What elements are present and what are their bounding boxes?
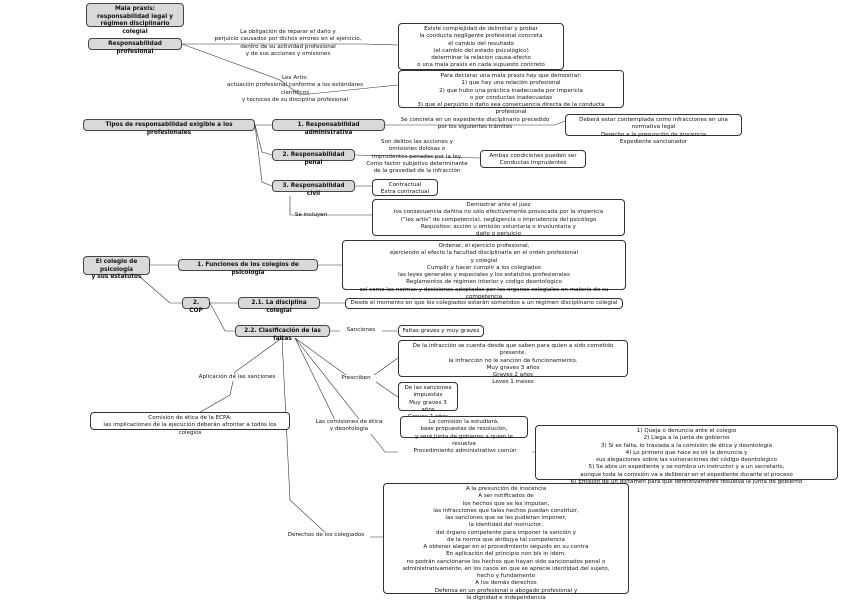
box-regimen-disciplinario: Desde el momento en que los colegiados e… [345, 298, 623, 309]
box-declarar-mala-praxis: Para declarar una mala praxis hay que de… [398, 70, 624, 115]
link-text-obligacion: La obligación de reparar el daño y perju… [214, 29, 362, 57]
map-title: Mala praxis: responsabilidad legal y rég… [86, 3, 184, 35]
link-text-procedimiento: Procedimiento administrativo común [398, 448, 532, 456]
link-text-aplicacion-sanciones: Aplicación de las sanciones [198, 374, 276, 382]
link-text-comisiones-etica: Las comisiones de ética y deontología [314, 419, 384, 434]
link-text-se-incluyen: Se incluyen [294, 212, 328, 218]
box-conductas-imprudentes: Ambas condiciones pueden ser Conductas i… [480, 150, 586, 168]
node-clasificacion-faltas: 2.2. Clasificación de las faltas [235, 325, 330, 342]
node-funciones-colegios: 1. Funciones de los colegios de psicolog… [178, 259, 318, 276]
box-comision-estudiara: La comisión la estudiará, base propuesta… [400, 416, 528, 447]
node-responsabilidad-civil: 3. Responsabilidad civil [272, 180, 355, 197]
node-responsabilidad-penal: 2. Responsabilidad penal [272, 149, 355, 166]
box-infraccion-plazos: De la infracción se cuenta desde que sab… [398, 340, 628, 385]
box-demostrar-juez: Demostrar ante el juez los consecuencia … [372, 199, 625, 237]
box-contractual: Contractual Extra contractual [372, 179, 438, 196]
link-text-prescriben: Prescriben [336, 375, 376, 383]
box-comision-etica-ecpa: Comisión de ética de la ECPA: las implic… [90, 412, 290, 436]
node-responsabilidad-administrativa: 1. Responsabilidad administrativa [272, 119, 385, 136]
box-ordenar-ejercicio: Ordenar, el ejercicio profesional, ejerc… [342, 240, 626, 300]
box-procedimiento-pasos: 1) Queja o denuncia ante el colegio 2) L… [535, 425, 838, 485]
node-responsabilidad-profesional: Responsabilidad profesional [88, 38, 182, 55]
link-text-delitos: Son delitos las acciones y omisiones dol… [366, 139, 468, 175]
box-derechos-lista: A la presunción de inocencia A ser notif… [383, 483, 629, 601]
box-complejidad: Existe complejidad de delimitar y probar… [398, 23, 564, 70]
node-colegio-psicologia: El colegio de psicología y sus estatutos [83, 256, 150, 280]
link-text-sanciones: Sanciones [340, 327, 382, 335]
box-infracciones-normativa: Deberá estar contemplada como infraccion… [565, 114, 742, 145]
node-cop: 2. COP [182, 297, 210, 314]
box-sanciones-impuestas: De las sanciones impuestas Muy graves 3 … [398, 382, 458, 427]
box-faltas-graves: Faltas graves y muy graves [398, 325, 484, 337]
link-text-expediente: Se concreta en un expediente disciplinar… [400, 117, 550, 131]
link-text-derechos-colegiados: Derechos de los colegiados [282, 532, 370, 540]
node-disciplina-colegial: 2.1. La disciplina colegial [238, 297, 320, 314]
link-text-lex-artis: Lex Artis: actuación profesional conform… [226, 75, 363, 103]
node-tipos-responsabilidad: Tipos de responsabilidad exigible a los … [83, 119, 255, 136]
